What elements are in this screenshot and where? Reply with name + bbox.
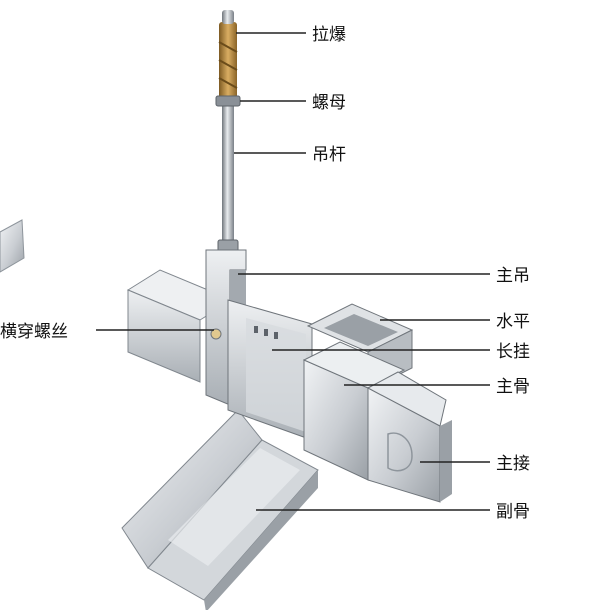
- left-channel-fragment: [0, 219, 25, 273]
- long-hanger: [227, 299, 313, 441]
- expansion-bolt: [218, 10, 238, 100]
- label-level-clip: 水平: [496, 312, 530, 332]
- hanger-rod: [222, 100, 234, 250]
- main-connector: [366, 371, 452, 503]
- secondary-keel: [121, 409, 319, 610]
- leader-lines: [96, 32, 490, 511]
- nut: [215, 95, 241, 107]
- label-main-keel: 主骨: [496, 377, 530, 397]
- label-nut: 螺母: [312, 93, 346, 113]
- label-cross-screw: 横穿螺丝: [0, 322, 68, 342]
- label-secondary-keel: 副骨: [496, 502, 530, 522]
- main-keel: [302, 341, 406, 481]
- label-hanger-rod: 吊杆: [312, 145, 346, 165]
- label-main-hanger: 主吊: [496, 266, 530, 286]
- label-expansion-bolt: 拉爆: [312, 25, 346, 45]
- label-long-hanger: 长挂: [496, 342, 530, 362]
- label-main-connector: 主接: [496, 454, 530, 474]
